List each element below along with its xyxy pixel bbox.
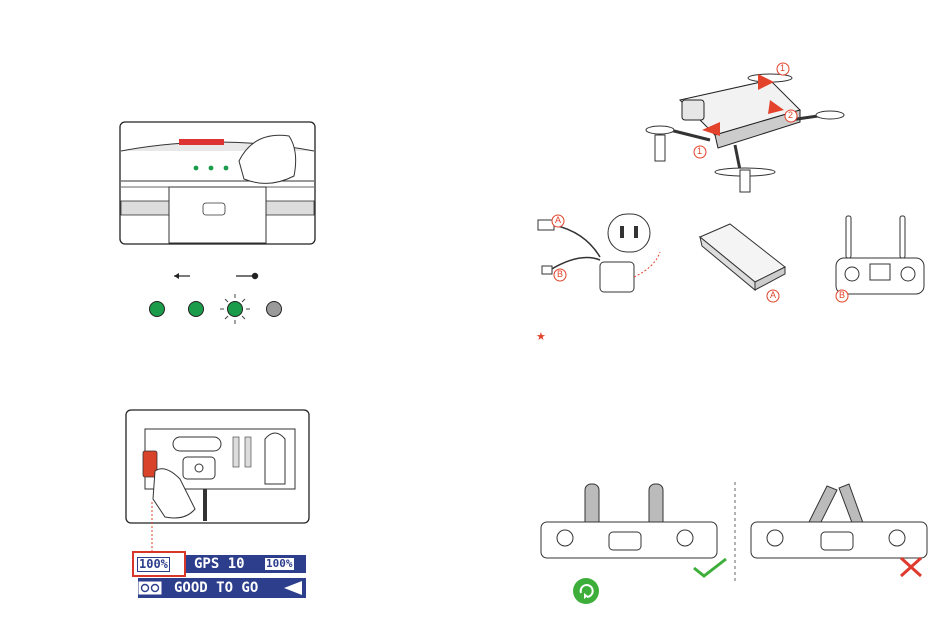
battery-led-illustration bbox=[119, 121, 316, 245]
callout-one-bottom-label: 1 bbox=[697, 146, 702, 156]
callout-battery-a-label: A bbox=[770, 290, 776, 300]
check-icon bbox=[692, 556, 728, 578]
callout-dashed-line bbox=[150, 502, 154, 552]
lcd-gps-text: GPS 10 bbox=[194, 555, 245, 573]
lcd-status-text: GOOD TO GO bbox=[174, 579, 258, 597]
callout-connector-b-label: B bbox=[557, 269, 563, 279]
lcd-display: 100% GPS 10 100% GOOD TO GO bbox=[132, 551, 306, 599]
drone-illustration bbox=[640, 60, 850, 195]
lcd-battery-percent: 100% bbox=[137, 557, 170, 572]
note-star: ★ bbox=[536, 330, 546, 343]
led-level-row bbox=[145, 296, 295, 326]
callout-one-top-label: 1 bbox=[780, 63, 785, 73]
cross-icon bbox=[899, 556, 923, 578]
controller-icon bbox=[138, 581, 162, 595]
callout-connector-a-label: A bbox=[555, 215, 561, 225]
status-arrow-icon bbox=[282, 580, 304, 596]
lcd-battery-percent-box: 100% bbox=[132, 551, 186, 577]
blinking-led bbox=[220, 294, 250, 324]
rotate-icon bbox=[572, 577, 600, 605]
led-direction-arrows bbox=[170, 270, 290, 282]
drone-drawing bbox=[640, 60, 850, 195]
callout-two-label: 2 bbox=[788, 110, 793, 120]
callout-controller-b-label: B bbox=[839, 290, 845, 300]
lcd-controller-percent: 100% bbox=[264, 557, 295, 571]
divider-dashed bbox=[734, 482, 736, 582]
battery-top-drawing bbox=[119, 121, 316, 245]
